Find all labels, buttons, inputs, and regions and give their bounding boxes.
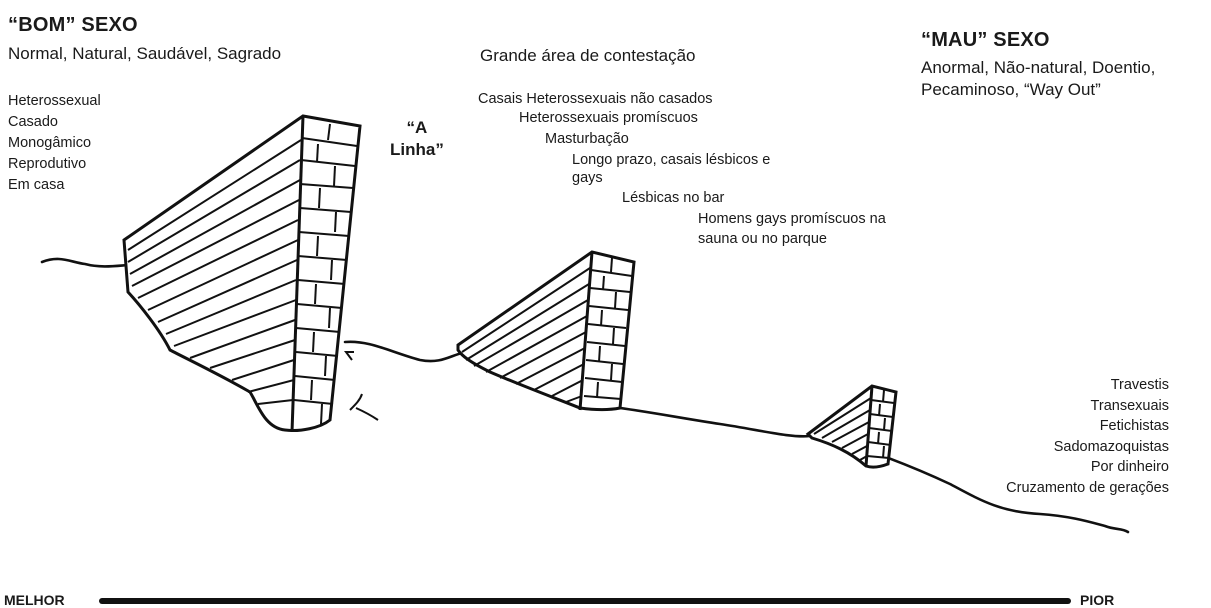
list-item: gays xyxy=(572,170,603,186)
the-line-label-part: “A xyxy=(406,118,428,137)
wall-large xyxy=(122,114,379,433)
list-item: Lésbicas no bar xyxy=(622,190,725,206)
bad-sex-subtitle-line: Anormal, Não-natural, Doentio, xyxy=(921,58,1156,77)
list-item: Reprodutivo xyxy=(8,156,87,172)
list-item: Travestis xyxy=(1110,377,1169,393)
the-line-label: “A Linha” xyxy=(390,117,444,161)
wall-small xyxy=(805,384,898,469)
good-sex-subtitle: Normal, Natural, Saudável, Sagrado xyxy=(8,44,282,63)
scale-best-label: MELHOR xyxy=(4,592,65,608)
list-item: Masturbação xyxy=(545,131,629,147)
contested-area-title: Grande área de contestação xyxy=(480,46,696,65)
list-item: Casais Heterossexuais não casados xyxy=(478,91,713,107)
bad-sex-subtitle-line: Pecaminoso, “Way Out” xyxy=(921,80,1101,99)
list-item: Cruzamento de gerações xyxy=(1006,479,1169,496)
list-item: Por dinheiro xyxy=(1090,459,1169,475)
list-item: Heterossexual xyxy=(8,93,101,109)
list-item: Fetichistas xyxy=(1099,418,1169,434)
wall-medium xyxy=(456,250,636,411)
list-item: Em casa xyxy=(8,177,65,193)
terrain-line xyxy=(40,257,1130,534)
list-item: Casado xyxy=(8,114,58,130)
list-item: Sadomazoquistas xyxy=(1053,438,1169,455)
the-line-label-part: Linha” xyxy=(390,140,444,159)
bad-sex-list: Travestis Transexuais Fetichistas Sadoma… xyxy=(1006,375,1169,498)
bad-sex-subtitle: Anormal, Não-natural, Doentio, Pecaminos… xyxy=(921,57,1155,101)
list-item: Homens gays promíscuos na xyxy=(698,211,886,227)
list-item: Monogâmico xyxy=(8,135,92,151)
good-sex-title: “BOM” SEXO xyxy=(8,14,138,36)
list-item: Longo prazo, casais lésbicos e xyxy=(572,152,771,168)
list-item: Transexuais xyxy=(1090,397,1169,414)
bad-sex-title: “MAU” SEXO xyxy=(921,29,1050,51)
list-item: Heterossexuais promíscuos xyxy=(519,110,698,126)
scale-worst-label: PIOR xyxy=(1080,592,1115,608)
good-sex-list: Heterossexual Casado Monogâmico Reprodut… xyxy=(8,91,101,196)
list-item: sauna ou no parque xyxy=(698,231,827,247)
